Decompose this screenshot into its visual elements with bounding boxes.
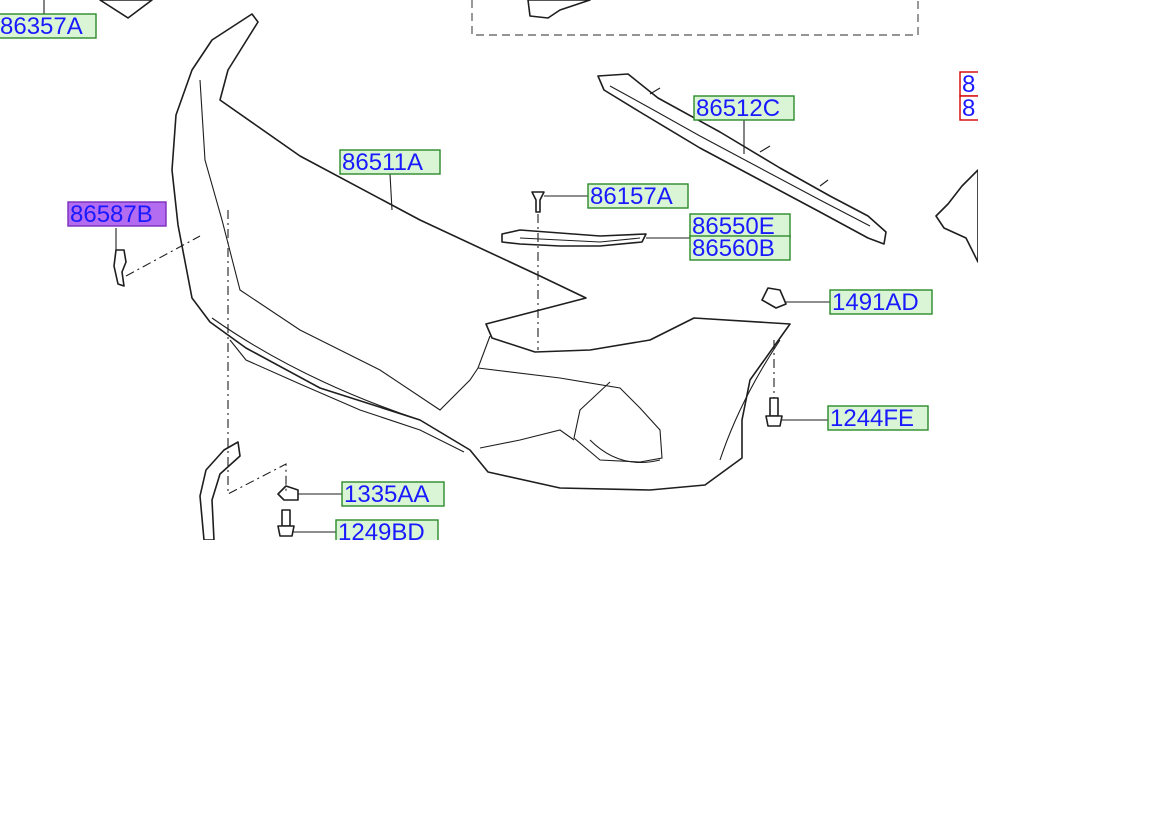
screw-1249bd-part	[277, 509, 295, 537]
label-86587b-highlighted[interactable]: 86587B	[67, 201, 167, 228]
svg-text:86511A: 86511A	[342, 149, 423, 176]
svg-text:86560B: 86560B	[692, 235, 775, 262]
label-86157a[interactable]: 86157A	[587, 183, 689, 210]
upper-bracket-part	[527, 0, 591, 19]
side-bracket-part	[113, 249, 127, 287]
label-cut-top[interactable]: 8	[959, 71, 990, 98]
clip-1491ad-part	[761, 287, 787, 309]
svg-text:86587B: 86587B	[70, 201, 153, 228]
svg-text:8: 8	[962, 71, 975, 98]
svg-text:1491AD: 1491AD	[832, 289, 919, 316]
grille-strip-part	[501, 229, 647, 247]
lower-trim-part	[199, 441, 241, 540]
label-cut-bottom[interactable]: 8	[959, 95, 990, 122]
dashed-group-box	[471, 0, 919, 36]
upper-left-bracket-part	[99, 0, 153, 19]
label-1335aa[interactable]: 1335AA	[341, 481, 445, 508]
install-line-bracket	[125, 235, 201, 277]
install-line-side	[227, 210, 287, 495]
leader-86511a	[389, 173, 393, 211]
svg-text:86357A: 86357A	[0, 13, 83, 40]
label-86511a[interactable]: 86511A	[339, 149, 441, 176]
label-1491ad[interactable]: 1491AD	[829, 289, 933, 316]
svg-text:1249BD: 1249BD	[338, 519, 425, 546]
label-1249bd[interactable]: 1249BD	[335, 519, 439, 546]
label-86560b[interactable]: 86560B	[689, 235, 791, 262]
svg-text:1244FE: 1244FE	[830, 405, 914, 432]
screw-1244fe-part	[765, 397, 783, 427]
bumper-cover-part	[171, 13, 791, 491]
svg-text:8: 8	[962, 95, 975, 122]
fastener-86157a-part	[531, 191, 545, 213]
label-1244fe[interactable]: 1244FE	[827, 405, 929, 432]
label-86512c[interactable]: 86512C	[693, 95, 795, 122]
nut-1335aa-part	[277, 485, 299, 501]
svg-text:86512C: 86512C	[696, 95, 780, 122]
label-86357a[interactable]: 86357A	[0, 13, 97, 40]
svg-text:1335AA: 1335AA	[344, 481, 429, 508]
svg-text:86157A: 86157A	[590, 183, 673, 210]
right-bracket-part	[935, 169, 978, 263]
